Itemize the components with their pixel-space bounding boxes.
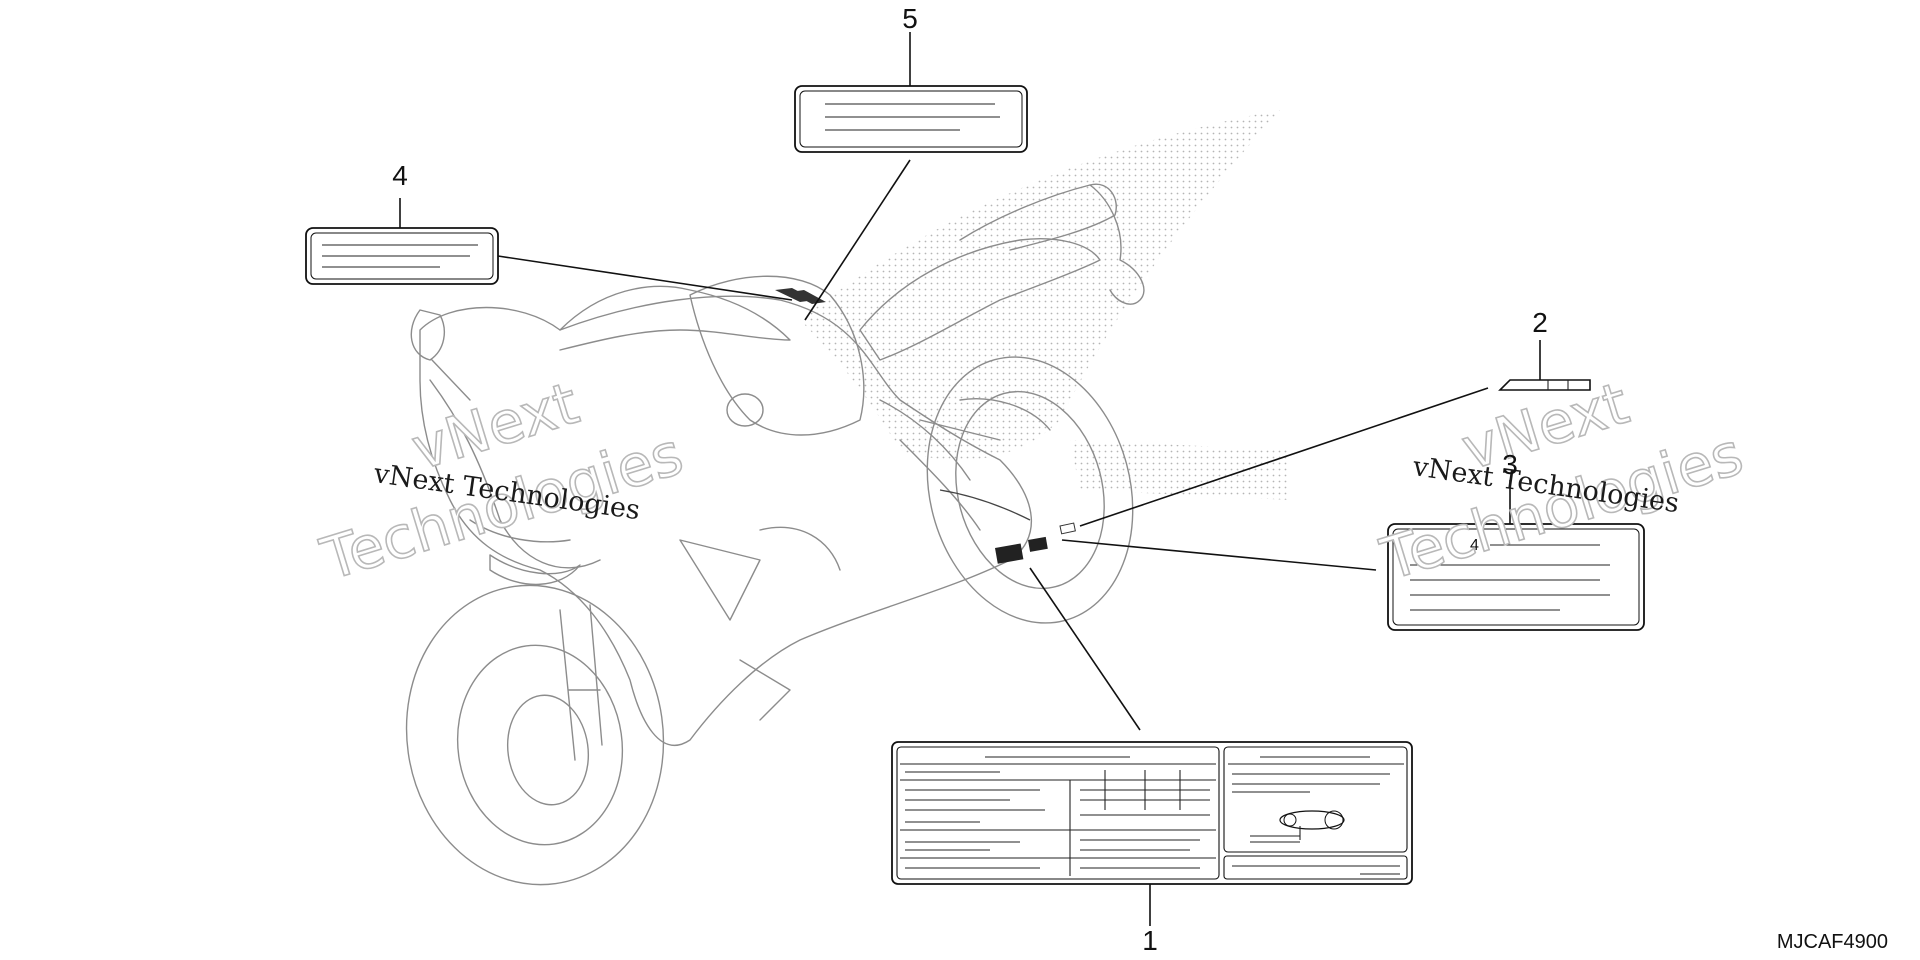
tank-emblem — [726, 393, 764, 427]
side-decal-left — [995, 543, 1024, 564]
leader-1 — [1029, 567, 1141, 731]
callout-4: 4 — [392, 160, 408, 191]
label-1-decal — [891, 741, 1413, 885]
label-2-decal — [1498, 379, 1591, 391]
dotted-tail-logo — [1070, 440, 1290, 500]
rear-wheel-rim — [955, 390, 1105, 590]
callout-2: 2 — [1532, 307, 1548, 338]
front-brake-disc — [506, 694, 590, 806]
label-3-warning-glyph: 4 — [1470, 537, 1479, 554]
rear-seat-cowl — [959, 183, 1117, 251]
swingarm — [939, 489, 1031, 521]
engine-area — [879, 398, 1051, 531]
watermark-left: vNext Technologies vNext Technologies — [312, 368, 691, 594]
front-fork — [559, 604, 603, 761]
seat — [859, 238, 1101, 361]
diagram-code: MJCAF4900 — [1777, 931, 1888, 953]
tank-stripe-decal — [775, 288, 826, 304]
callout-5: 5 — [902, 3, 918, 34]
fairing — [419, 295, 1032, 746]
frame-decal — [1059, 522, 1076, 535]
callout-3: 3 — [1502, 449, 1518, 480]
leader-2 — [1079, 387, 1489, 527]
label-5-decal — [794, 85, 1028, 153]
callout-1: 1 — [1142, 925, 1158, 956]
leader-5 — [804, 159, 911, 321]
motorcycle-illustration — [405, 110, 1290, 886]
leader-lines — [399, 32, 1541, 926]
front-wheel-rim — [456, 644, 624, 846]
headlight — [489, 554, 581, 586]
front-wheel — [405, 584, 665, 886]
windscreen — [559, 285, 791, 351]
chain-diagram-icon — [1279, 810, 1345, 830]
front-nose — [429, 379, 601, 569]
mirror — [410, 309, 471, 401]
side-decal-right — [1028, 536, 1048, 552]
tail-section — [1089, 184, 1145, 305]
fuel-tank — [689, 275, 865, 436]
side-vent — [679, 526, 841, 621]
label-4-decal — [305, 227, 499, 285]
leader-3 — [1061, 539, 1377, 571]
lower-cowl — [739, 659, 791, 721]
leader-4 — [497, 255, 793, 301]
label-3-decal: 4 — [1387, 523, 1645, 631]
